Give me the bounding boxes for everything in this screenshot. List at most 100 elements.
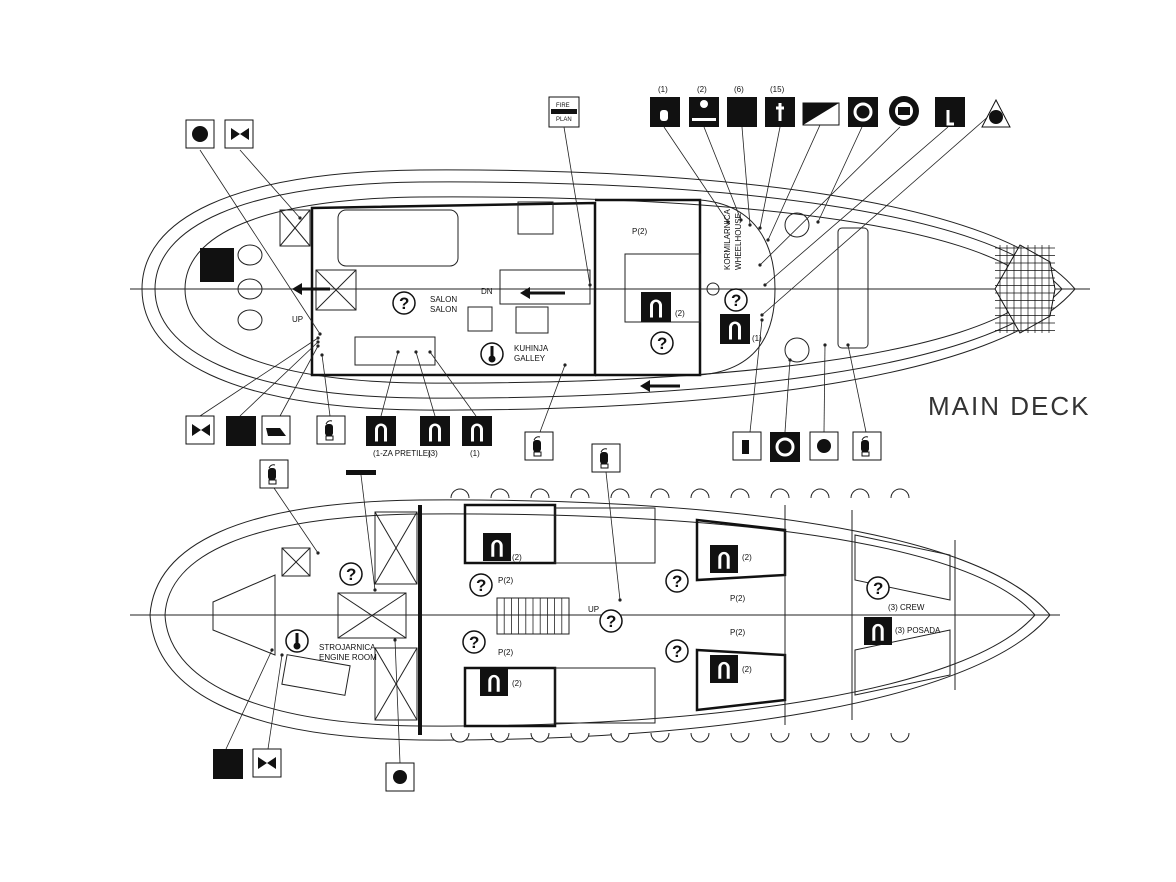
- mast: [706, 282, 720, 296]
- legend-count: (2): [697, 85, 707, 94]
- deck-vent: [784, 337, 810, 363]
- posada-label: (3) POSADA: [895, 626, 941, 635]
- battery-emergency-light-icon: [889, 96, 919, 126]
- lifebuoy-icon: [480, 668, 508, 696]
- leader-lines: [199, 114, 991, 764]
- valve-icon: [252, 748, 282, 778]
- battery-box: [281, 654, 351, 696]
- fireman-suit-icon: [765, 97, 795, 127]
- svg-text:?: ?: [606, 612, 616, 631]
- fire-pump-icon: [385, 762, 415, 792]
- symbols: ??????????: [185, 96, 1011, 792]
- foredeck-hatch: [837, 227, 869, 349]
- bathroom: [554, 507, 656, 564]
- fire-alarm-icon: [848, 97, 878, 127]
- galley-label-hr: KUHINJA: [514, 344, 549, 353]
- cabin-wall: [595, 198, 702, 377]
- galley-label-en: GALLEY: [514, 354, 546, 363]
- thermometer-icon: [285, 629, 309, 653]
- hatch-aft: [279, 209, 311, 247]
- lifejacket-count: (2): [512, 679, 522, 688]
- question-mark-icon: ?: [469, 573, 493, 597]
- wheelhouse-label-en: WHEELHOUSE: [734, 213, 743, 270]
- cabin-label: P(2): [498, 648, 513, 657]
- lifebuoy-label: (3): [428, 449, 438, 458]
- question-mark-icon: ?: [866, 576, 890, 600]
- stairs-down-label: DN: [481, 287, 493, 296]
- lower-deck-plan: STROJARNICA ENGINE ROOM P(2) P(2) P(2) P…: [130, 488, 1060, 743]
- main-deck-plan: P(2) KORMILARNICA WHEELHOUSE (2) (1) SAL…: [130, 169, 1090, 411]
- smoke-detector-icon: [727, 97, 757, 127]
- fire-pump-icon: [226, 416, 256, 446]
- question-mark-icon: ?: [650, 331, 674, 355]
- fire-extinguisher-icon: [524, 431, 554, 461]
- wheelhouse-label-hr: KORMILARNICA: [723, 208, 732, 270]
- sink: [467, 306, 493, 332]
- hatch: [281, 547, 311, 577]
- deck-vent: [784, 212, 810, 238]
- cabin-label: P(2): [632, 227, 647, 236]
- stairs: [499, 269, 591, 305]
- fire-detector-icon: [650, 97, 680, 127]
- stairs-up-label: UP: [292, 315, 303, 324]
- svg-text:?: ?: [672, 642, 682, 661]
- lifebuoy-label: (1-ZA PRETILE): [373, 449, 431, 458]
- extinguisher-co2-icon: [732, 431, 762, 461]
- fire-plan-text: PLAN: [556, 117, 572, 123]
- svg-text:?: ?: [476, 576, 486, 595]
- lifebuoy-icon: [641, 292, 671, 322]
- deck-title: MAIN DECK: [928, 391, 1090, 421]
- cabin-label: P(2): [730, 628, 745, 637]
- legend-count: (1): [658, 85, 668, 94]
- lifebuoy-icon: [420, 416, 450, 446]
- fuel-tank: [374, 511, 418, 585]
- lifejacket-count: (2): [675, 309, 685, 318]
- question-mark-icon: ?: [665, 569, 689, 593]
- emergency-hatch-icon: [261, 415, 291, 445]
- crew-berths: [854, 534, 951, 696]
- bow-net: [994, 244, 1056, 334]
- fire-plan-icon: FIRE PLAN: [548, 96, 580, 128]
- fire-door-icon: [802, 102, 840, 126]
- svg-text:?: ?: [469, 633, 479, 652]
- fire-hose-icon: [346, 470, 376, 475]
- fire-alarm-icon: [770, 432, 800, 462]
- lifebuoy-label: (1): [470, 449, 480, 458]
- valve-icon: [224, 119, 254, 149]
- legend-count: (15): [770, 85, 785, 94]
- fire-plan-text: FIRE: [556, 103, 570, 109]
- svg-text:?: ?: [657, 334, 667, 353]
- lifejacket-count: (2): [742, 553, 752, 562]
- lifejacket-count: (2): [512, 553, 522, 562]
- lifebuoy-icon: [710, 655, 738, 683]
- engine-room-label-en: ENGINE ROOM: [319, 653, 377, 662]
- question-mark-icon: ?: [599, 609, 623, 633]
- question-mark-icon: ?: [392, 291, 416, 315]
- steering-gear: [212, 574, 276, 656]
- valve-icon: [185, 415, 215, 445]
- cabin-label: P(2): [730, 594, 745, 603]
- stove: [515, 306, 549, 334]
- main-engine: [337, 592, 407, 639]
- galley-counter: [354, 336, 436, 366]
- liferaft-icon: [200, 248, 234, 282]
- lifebuoy-icon: [864, 617, 892, 645]
- lifebuoy-icon: [720, 314, 750, 344]
- salon-label-en: SALON: [430, 305, 457, 314]
- svg-text:?: ?: [731, 291, 741, 310]
- lifebuoy-icon: [710, 545, 738, 573]
- manual-call-point-icon: [935, 97, 965, 127]
- lifebuoy-icon: [462, 416, 492, 446]
- question-mark-icon: ?: [462, 630, 486, 654]
- question-mark-icon: ?: [665, 639, 689, 663]
- svg-text:?: ?: [346, 565, 356, 584]
- lifejacket-count: (1): [752, 334, 762, 343]
- crew-label: (3) CREW: [888, 603, 925, 612]
- lifebuoy-icon: [366, 416, 396, 446]
- bathroom: [554, 667, 656, 724]
- sprinkler-icon: [689, 97, 719, 127]
- fire-pump-icon: [809, 431, 839, 461]
- fire-pump-icon: [981, 98, 1011, 128]
- question-mark-icon: ?: [724, 288, 748, 312]
